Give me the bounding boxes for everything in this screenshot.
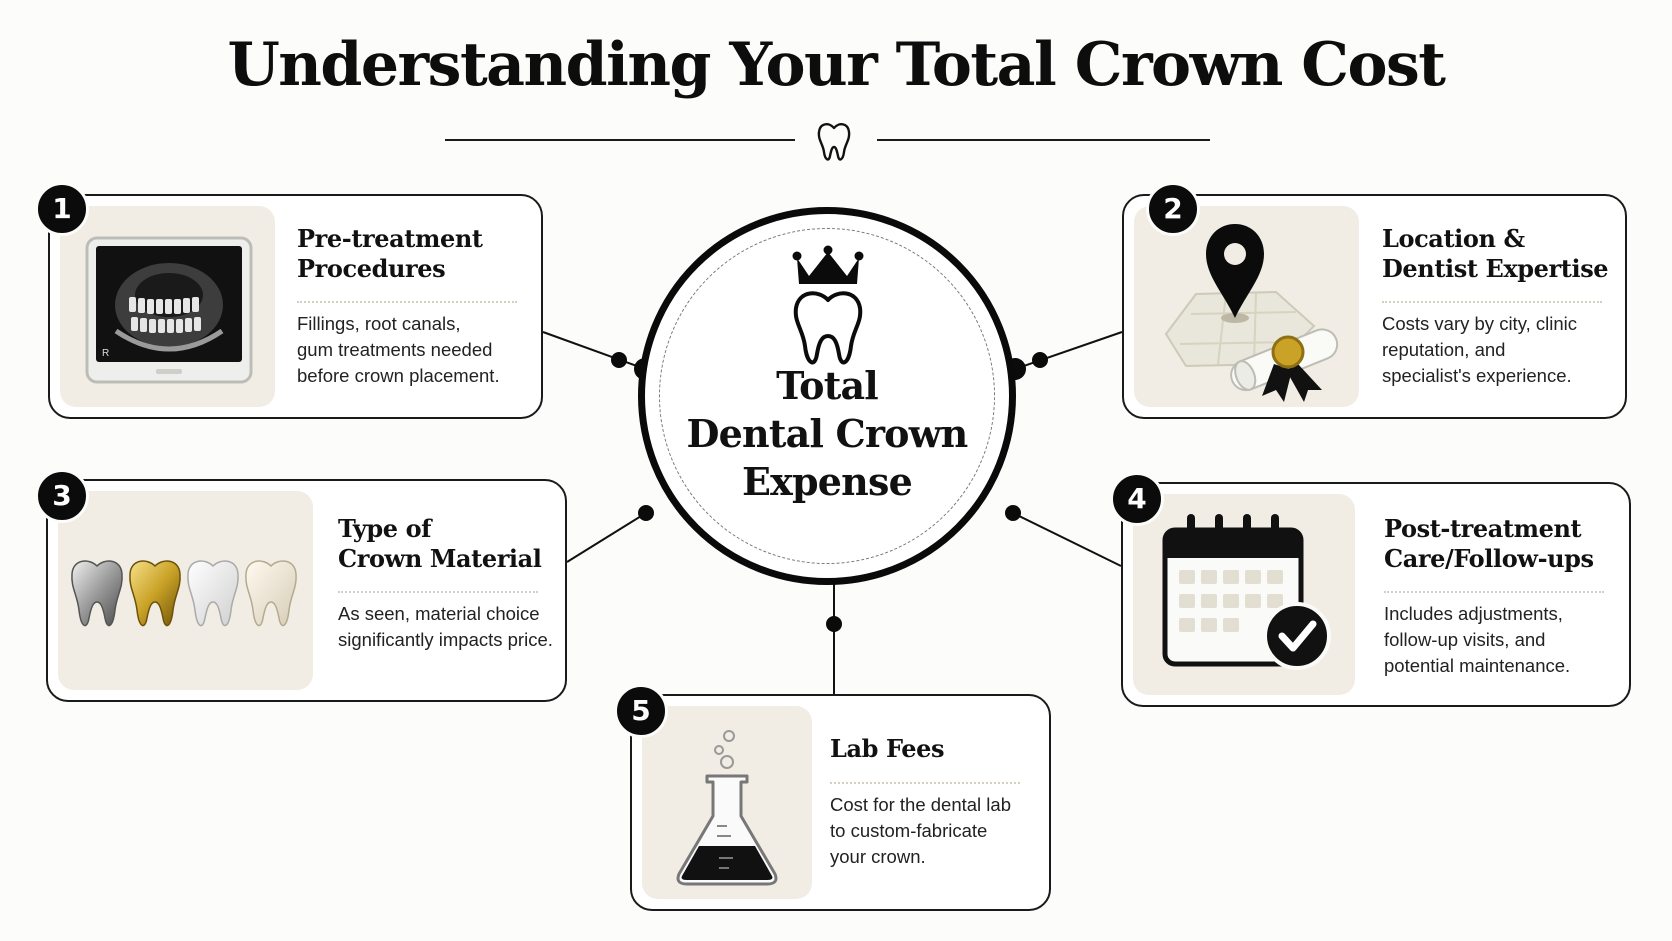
card-desc-line: Costs vary by city, clinic (1382, 313, 1577, 334)
map-pin-diploma-icon (1164, 224, 1339, 402)
card-title-line: Dentist Expertise (1382, 254, 1609, 283)
hub-line: Expense (742, 459, 913, 504)
step-badge-3: 3 (35, 469, 89, 523)
hub-line: Dental Crown (686, 411, 969, 456)
card-image-panel (642, 706, 812, 899)
card-desc-line: Cost for the dental lab (830, 794, 1011, 815)
card-rule (1382, 301, 1602, 303)
card-title-line: Pre-treatment (297, 224, 483, 253)
card-rule (830, 782, 1020, 784)
title-divider-right (877, 139, 1210, 141)
card-title-line: Procedures (297, 254, 446, 283)
card-title: Post-treatment Care/Follow-ups (1384, 514, 1594, 574)
hub-line: Total (776, 363, 879, 408)
card-desc-line: your crown. (830, 846, 926, 867)
card-rule (1384, 591, 1604, 593)
tooth-icon (817, 123, 851, 161)
card-description: Includes adjustments, follow-up visits, … (1384, 601, 1570, 679)
step-badge-1: 1 (35, 182, 89, 236)
card-desc-line: potential maintenance. (1384, 655, 1571, 676)
card-desc-line: to custom-fabricate (830, 820, 988, 841)
card-desc-line: gum treatments needed (297, 339, 493, 360)
card-description: Costs vary by city, clinic reputation, a… (1382, 311, 1577, 389)
card-desc-line: As seen, material choice (338, 603, 540, 624)
card-description: Fillings, root canals, gum treatments ne… (297, 311, 500, 389)
card-title: Lab Fees (830, 734, 945, 764)
lab-flask-icon (676, 730, 778, 886)
hub-dashed-ring (659, 228, 995, 564)
card-rule (297, 301, 517, 303)
crown-materials-icon (71, 560, 297, 627)
card-title-line: Post-treatment (1384, 514, 1582, 543)
factor-card-post-treatment: Post-treatment Care/Follow-ups Includes … (1121, 482, 1631, 707)
xray-marker: R (102, 348, 109, 359)
card-title-line: Care/Follow-ups (1384, 544, 1594, 573)
title-divider-left (445, 139, 795, 141)
card-image-panel (1134, 206, 1359, 407)
calendar-check-icon (1162, 514, 1331, 670)
factor-card-lab-fees: Lab Fees Cost for the dental lab to cust… (630, 694, 1051, 911)
card-image-panel (58, 491, 313, 690)
card-desc-line: Fillings, root canals, (297, 313, 461, 334)
crowned-tooth-icon (792, 245, 864, 365)
card-description: As seen, material choice significantly i… (338, 601, 553, 653)
factor-card-material: Type of Crown Material As seen, material… (46, 479, 567, 702)
card-title-line: Lab Fees (830, 734, 945, 763)
step-badge-5: 5 (614, 684, 668, 738)
card-title-line: Location & (1382, 224, 1525, 253)
card-title-line: Crown Material (338, 544, 542, 573)
card-image-panel: R (60, 206, 275, 407)
card-desc-line: Includes adjustments, (1384, 603, 1563, 624)
card-title: Pre-treatment Procedures (297, 224, 483, 284)
card-title: Location & Dentist Expertise (1382, 224, 1609, 284)
card-desc-line: specialist's experience. (1382, 365, 1572, 386)
card-desc-line: before crown placement. (297, 365, 500, 386)
card-description: Cost for the dental lab to custom-fabric… (830, 792, 1011, 870)
dental-xray-icon: R (85, 236, 253, 384)
page-title: Understanding Your Total Crown Cost (227, 30, 1446, 100)
factor-card-pre-treatment: R Pre-treatment Procedures Fillings, roo… (48, 194, 543, 419)
factor-card-location: Location & Dentist Expertise Costs vary … (1122, 194, 1627, 419)
card-desc-line: significantly impacts price. (338, 629, 553, 650)
card-desc-line: follow-up visits, and (1384, 629, 1546, 650)
card-title-line: Type of (338, 514, 432, 543)
card-rule (338, 591, 538, 593)
card-title: Type of Crown Material (338, 514, 542, 574)
card-image-panel (1133, 494, 1355, 695)
step-badge-4: 4 (1110, 472, 1164, 526)
center-hub: Total Dental Crown Expense (638, 207, 1016, 585)
hub-label: Total Dental Crown Expense (645, 362, 1009, 506)
step-badge-2: 2 (1146, 182, 1200, 236)
card-desc-line: reputation, and (1382, 339, 1506, 360)
